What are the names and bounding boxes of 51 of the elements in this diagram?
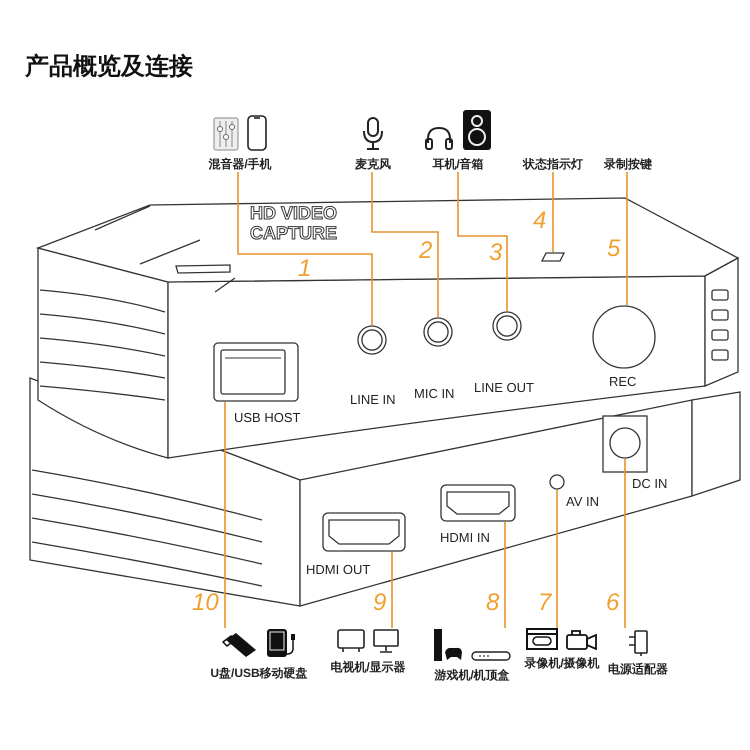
callout-number: 1	[298, 256, 312, 282]
port-label: DC IN	[632, 476, 668, 491]
audio-jack	[423, 317, 453, 347]
callout-number: 6	[606, 590, 620, 616]
port-label: REC	[609, 374, 636, 389]
printed-text: HD VIDEO CAPTURE	[250, 203, 338, 243]
leader-line	[237, 172, 373, 325]
leader-line	[626, 172, 628, 305]
callout-number: 10	[192, 590, 219, 616]
power-jack	[609, 427, 641, 459]
leader-line	[457, 172, 508, 311]
audio-jack	[357, 325, 387, 355]
callout-number: 2	[419, 238, 432, 264]
av-jack	[549, 474, 565, 490]
port-label: AV IN	[566, 494, 599, 509]
leader-line	[504, 522, 506, 628]
port-label: LINE IN	[350, 392, 396, 407]
callout-number: 8	[486, 590, 500, 616]
record-button	[592, 305, 656, 369]
callout-number: 9	[373, 590, 386, 616]
callout-number: 4	[533, 208, 546, 234]
leader-line	[552, 172, 554, 252]
callout-number: 3	[489, 240, 502, 266]
callout-number: 7	[538, 590, 552, 616]
heading: 产品概览及连接	[25, 52, 193, 82]
callout-number: 5	[607, 236, 620, 262]
leader-line	[624, 459, 626, 628]
device-caption: 混音器/手机	[208, 157, 272, 172]
port-label: HDMI IN	[440, 530, 490, 545]
device-caption: U盘/USB移动硬盘	[210, 666, 308, 681]
leader-line	[224, 402, 226, 628]
port-label: MIC IN	[414, 386, 454, 401]
status-light	[541, 252, 565, 262]
device-caption: 状态指示灯	[523, 157, 583, 172]
leader-line	[556, 490, 558, 628]
device-caption: 游戏机/机顶盒	[434, 668, 510, 683]
device-caption: 麦克风	[355, 157, 391, 172]
usb-port	[213, 342, 299, 402]
port-label: HDMI OUT	[306, 562, 370, 577]
audio-jack	[492, 311, 522, 341]
device-caption: 耳机/音箱	[432, 157, 484, 172]
hdmi-port	[322, 512, 406, 552]
leader-line	[391, 552, 393, 628]
port-label: LINE OUT	[474, 380, 534, 395]
device-caption: 电源适配器	[608, 662, 668, 677]
device-caption: 录像机/摄像机	[524, 656, 600, 671]
device-caption: 电视机/显示器	[330, 660, 406, 675]
port-label: USB HOST	[234, 410, 300, 425]
hdmi-port	[440, 484, 516, 522]
device-caption: 录制按键	[604, 157, 652, 172]
leader-line	[371, 172, 439, 317]
